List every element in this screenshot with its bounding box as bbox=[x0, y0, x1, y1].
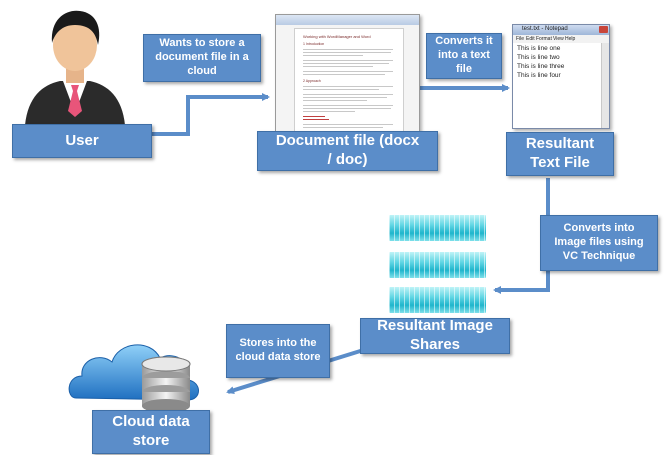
document-toolbar bbox=[276, 15, 419, 25]
document-text-line bbox=[303, 97, 387, 98]
document-subheading-line bbox=[303, 116, 325, 117]
document-text-line bbox=[303, 105, 393, 106]
document-text-line bbox=[303, 127, 383, 128]
document-thumbnail: Working with WordManager and Word 1 Intr… bbox=[275, 14, 420, 132]
convert-image-note: Converts into Image files using VC Techn… bbox=[540, 215, 658, 271]
document-text-line bbox=[303, 108, 391, 109]
document-heading: Working with WordManager and Word bbox=[303, 34, 371, 39]
notepad-scrollbar bbox=[601, 43, 609, 128]
document-text-line bbox=[303, 111, 355, 112]
notepad-menu-help: Help bbox=[565, 36, 576, 42]
cloud-label: Cloud data store bbox=[92, 410, 210, 454]
notepad-line-1: This is line one bbox=[517, 45, 561, 52]
image-share-3 bbox=[389, 287, 486, 313]
store-note: Stores into the cloud data store bbox=[226, 324, 330, 378]
user-avatar-icon bbox=[25, 10, 125, 125]
shares-label: Resultant Image Shares bbox=[360, 317, 510, 354]
document-section-1: 1 Introduction bbox=[303, 42, 325, 46]
document-text-line bbox=[303, 55, 363, 56]
notepad-line-2: This is line two bbox=[517, 54, 560, 61]
cloud-database-icon bbox=[68, 344, 199, 413]
user-label: User bbox=[12, 124, 152, 158]
document-subheading-line bbox=[303, 119, 329, 120]
document-label: Document file (docx / doc) bbox=[257, 131, 438, 171]
text-file-label: Resultant Text File bbox=[506, 132, 614, 176]
document-text-line bbox=[303, 100, 367, 101]
convert-text-note: Converts it into a text file bbox=[426, 33, 502, 79]
document-text-line bbox=[303, 66, 373, 67]
document-text-line bbox=[303, 124, 393, 125]
document-text-line bbox=[303, 49, 393, 50]
image-share-2 bbox=[389, 252, 486, 278]
notepad-menu-edit: Edit bbox=[526, 36, 535, 42]
document-section-2: 2 Approach bbox=[303, 79, 321, 83]
arrow-user-to-document bbox=[152, 93, 270, 136]
document-text-line bbox=[303, 86, 393, 87]
notepad-line-4: This is line four bbox=[517, 72, 561, 79]
notepad-menu-format: Format bbox=[536, 36, 552, 42]
document-text-line bbox=[303, 74, 385, 75]
document-text-line bbox=[303, 89, 379, 90]
notepad-titlebar: test.txt - Notepad bbox=[513, 25, 609, 35]
notepad-menubar: File Edit Format View Help bbox=[513, 35, 609, 43]
document-text-line bbox=[303, 63, 389, 64]
database-cylinder bbox=[141, 356, 191, 413]
user-note: Wants to store a document file in a clou… bbox=[143, 34, 261, 82]
notepad-title: test.txt - Notepad bbox=[522, 26, 568, 32]
document-text-line bbox=[303, 52, 391, 53]
notepad-menu-file: File bbox=[516, 36, 525, 42]
image-share-1 bbox=[389, 215, 486, 241]
notepad-close-icon bbox=[599, 26, 608, 33]
notepad-window: test.txt - Notepad File Edit Format View… bbox=[512, 24, 610, 129]
document-page: Working with WordManager and Word 1 Intr… bbox=[294, 28, 404, 131]
document-text-line bbox=[303, 71, 393, 72]
document-text-line bbox=[303, 60, 393, 61]
notepad-line-3: This is line three bbox=[517, 63, 565, 70]
document-text-line bbox=[303, 94, 393, 95]
notepad-menu-view: View bbox=[553, 36, 564, 42]
